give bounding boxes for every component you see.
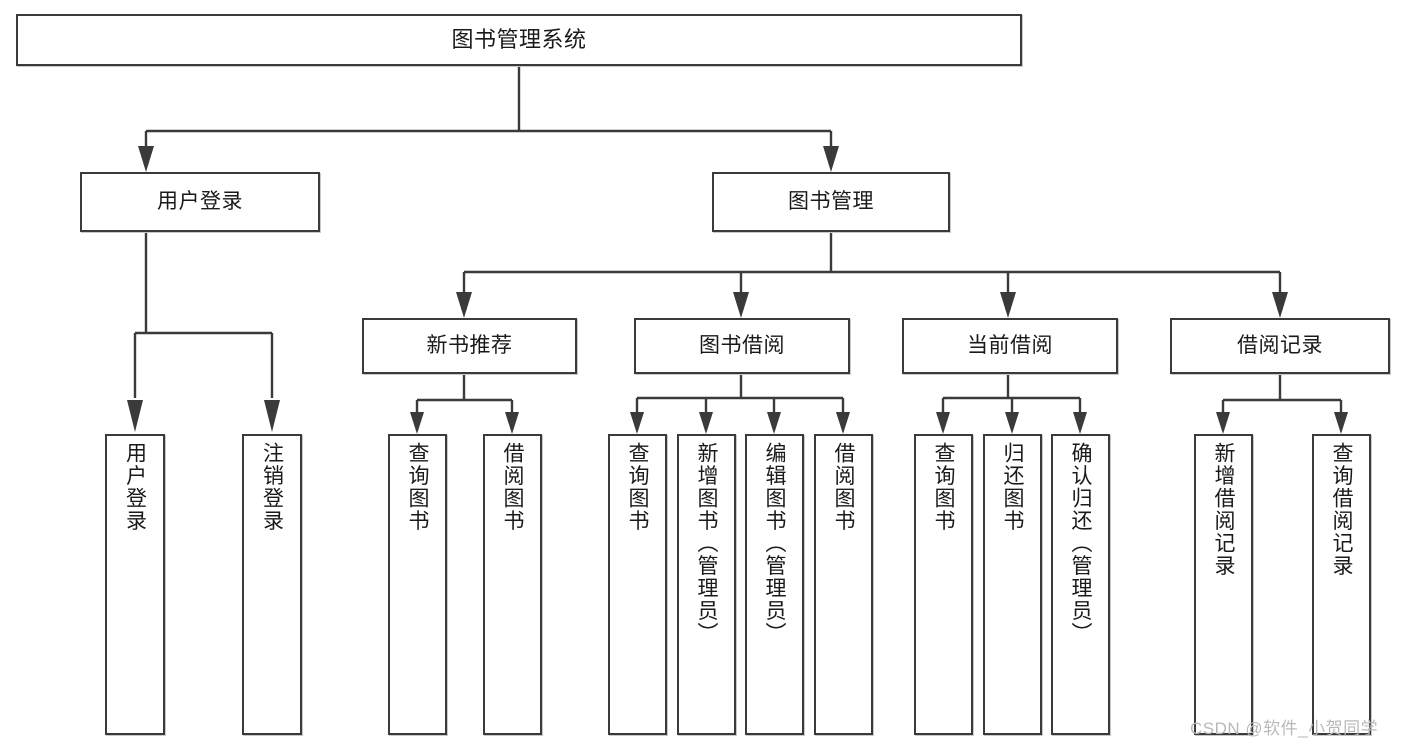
node-leaf-add-borrow-record[interactable]: 新增借阅记录 — [1194, 434, 1253, 735]
node-leaf-confirm-return-admin[interactable]: 确认归还（管理员） — [1051, 434, 1110, 735]
node-book-borrow[interactable]: 图书借阅 — [634, 318, 850, 374]
node-label: 查询图书 — [932, 442, 955, 532]
node-leaf-query-book-2[interactable]: 查询图书 — [608, 434, 667, 735]
node-label: 图书管理系统 — [451, 27, 587, 53]
node-label: 用户登录 — [123, 442, 147, 532]
node-label: 图书管理 — [788, 189, 874, 213]
node-label: 新增借阅记录 — [1212, 442, 1235, 577]
node-label: 图书借阅 — [699, 333, 785, 357]
node-label: 借阅记录 — [1237, 333, 1323, 357]
node-leaf-borrow-book-1[interactable]: 借阅图书 — [483, 434, 542, 735]
node-current-borrow[interactable]: 当前借阅 — [902, 318, 1118, 374]
node-label: 查询图书 — [406, 442, 429, 532]
node-label: 当前借阅 — [967, 333, 1053, 357]
node-leaf-user-login[interactable]: 用户登录 — [105, 434, 165, 735]
node-label: 新增图书（管理员） — [695, 442, 718, 645]
node-label: 查询借阅记录 — [1330, 442, 1353, 577]
node-label: 用户登录 — [157, 189, 243, 213]
node-label: 查询图书 — [626, 442, 649, 532]
node-leaf-query-book-3[interactable]: 查询图书 — [914, 434, 973, 735]
node-user-login[interactable]: 用户登录 — [80, 172, 320, 232]
node-borrow-record[interactable]: 借阅记录 — [1170, 318, 1390, 374]
node-label: 归还图书 — [1001, 442, 1024, 532]
node-label: 注销登录 — [260, 442, 284, 532]
node-label: 确认归还（管理员） — [1069, 442, 1092, 645]
node-leaf-borrow-book-2[interactable]: 借阅图书 — [814, 434, 873, 735]
node-leaf-query-borrow-record[interactable]: 查询借阅记录 — [1312, 434, 1371, 735]
node-new-book-recommend[interactable]: 新书推荐 — [362, 318, 577, 374]
node-leaf-logout-login[interactable]: 注销登录 — [242, 434, 302, 735]
node-leaf-add-book-admin[interactable]: 新增图书（管理员） — [677, 434, 736, 735]
node-label: 借阅图书 — [832, 442, 855, 532]
node-book-management[interactable]: 图书管理 — [712, 172, 950, 232]
node-root-book-management-system[interactable]: 图书管理系统 — [16, 14, 1022, 66]
node-label: 借阅图书 — [501, 442, 524, 532]
node-label: 编辑图书（管理员） — [763, 442, 786, 645]
node-leaf-return-book[interactable]: 归还图书 — [983, 434, 1042, 735]
node-leaf-query-book-1[interactable]: 查询图书 — [388, 434, 447, 735]
node-leaf-edit-book-admin[interactable]: 编辑图书（管理员） — [745, 434, 804, 735]
node-label: 新书推荐 — [426, 333, 513, 357]
